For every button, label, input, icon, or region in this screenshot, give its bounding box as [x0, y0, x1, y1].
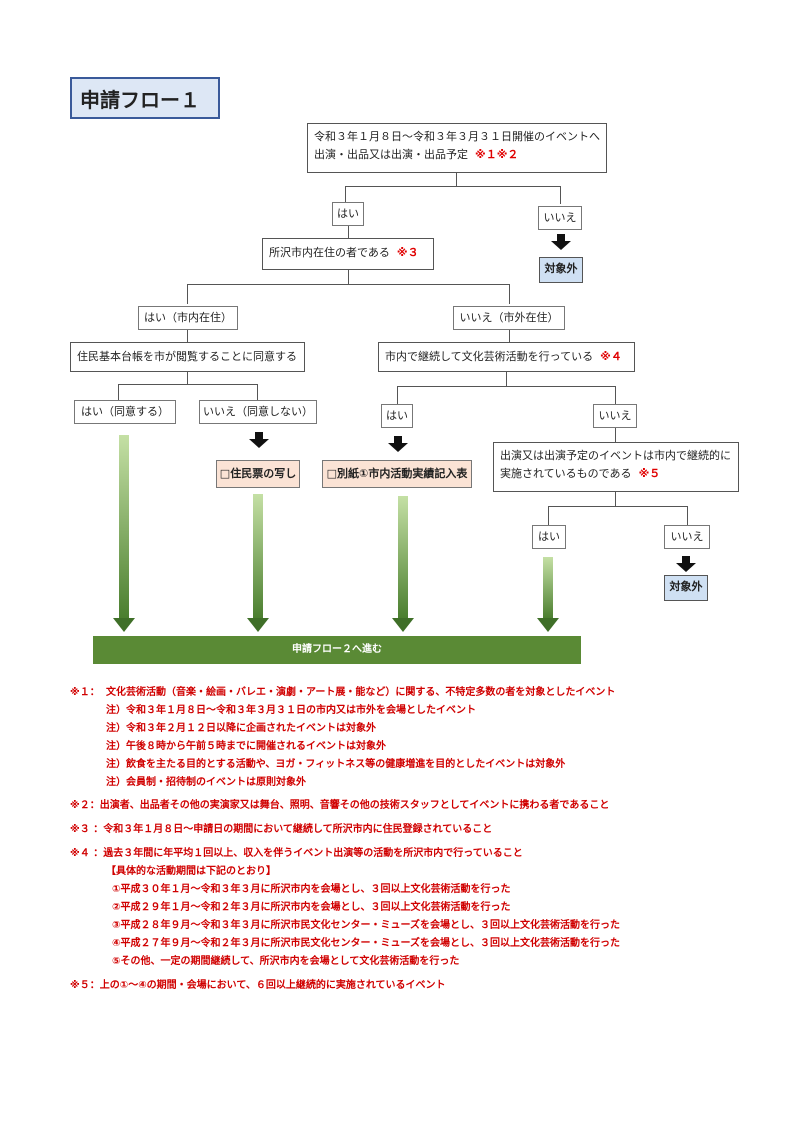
page-title: 申請フロー１	[70, 77, 220, 119]
connector	[118, 384, 119, 400]
connector	[187, 372, 188, 384]
connector	[187, 330, 188, 342]
flow-arrow	[398, 496, 408, 619]
answer-yes-consent: はい（同意する）	[74, 400, 176, 424]
flow-arrow	[253, 494, 263, 619]
question-text-line2: 実施されているものである	[500, 467, 632, 480]
note-mark: ※１※２	[475, 148, 519, 161]
connector	[397, 386, 615, 387]
answer-no: いいえ	[538, 206, 582, 230]
answer-yes-activity: はい	[381, 404, 413, 428]
down-arrow-icon	[551, 234, 571, 250]
note-4-item: ②平成２９年１月～令和２年３月に所沢市内を会場とし、３回以上文化芸術活動を行った	[112, 902, 511, 913]
answer-no-activity: いいえ	[593, 404, 637, 428]
note-1-sub: 注）飲食を主たる目的とする活動や、ヨガ・フィットネス等の健康増進を目的としたイベ…	[106, 759, 566, 770]
connector	[345, 186, 560, 187]
connector	[615, 386, 616, 404]
note-4-item: ①平成３０年１月～令和３年３月に所沢市内を会場とし、３回以上文化芸術活動を行った	[112, 884, 511, 895]
connector	[187, 284, 188, 304]
excluded-badge: 対象外	[664, 575, 708, 601]
connector	[348, 226, 349, 238]
connector	[509, 284, 510, 304]
connector	[456, 173, 457, 186]
question-text: 所沢市内在住の者である	[269, 246, 390, 259]
flow-arrow	[543, 557, 553, 619]
note-1-sub: 注）会員制・招待制のイベントは原則対象外	[106, 777, 306, 788]
connector	[615, 428, 616, 442]
answer-no-event: いいえ	[664, 525, 710, 549]
answer-no-consent: いいえ（同意しない）	[199, 400, 317, 424]
note-mark: ※４	[600, 350, 622, 363]
answer-yes: はい	[332, 202, 364, 226]
answer-yes-event: はい	[532, 525, 566, 549]
note-5: ※５：上の①～④の期間・会場において、６回以上継続的に実施されているイベント	[70, 980, 446, 991]
answer-no-nonresident: いいえ（市外在住）	[453, 306, 565, 330]
flow-arrow-head	[392, 618, 414, 632]
question-text: 市内で継続して文化芸術活動を行っている	[385, 350, 594, 363]
note-3: ※３ ：令和３年１月８日～申請日の期間において継続して所沢市内に住民登録されてい…	[70, 824, 493, 835]
question-event-continuous: 出演又は出演予定のイベントは市内で継続的に 実施されているものである ※５	[493, 442, 739, 492]
flow-arrow-head	[247, 618, 269, 632]
question-event-participation: 令和３年１月８日～令和３年３月３１日開催のイベントへ 出演・出品又は出演・出品予…	[307, 123, 607, 173]
connector	[687, 506, 688, 525]
note-4-item: ④平成２７年９月～令和２年３月に所沢市民文化センター・ミューズを会場とし、３回以…	[112, 938, 620, 949]
question-text-line1: 令和３年１月８日～令和３年３月３１日開催のイベントへ	[314, 130, 600, 143]
note-2: ※２：出演者、出品者その他の実演家又は舞台、照明、音響その他の技術スタッフとして…	[70, 800, 610, 811]
note-4-heading: 【具体的な活動期間は下記のとおり】	[106, 866, 276, 877]
question-text-line1: 出演又は出演予定のイベントは市内で継続的に	[500, 449, 731, 462]
connector	[560, 186, 561, 204]
note-4-item: ③平成２８年９月～令和３年３月に所沢市民文化センター・ミューズを会場とし、３回以…	[112, 920, 620, 931]
required-document-residence: □住民票の写し	[216, 460, 300, 488]
note-1-head: ※１：	[70, 687, 100, 698]
question-text: 住民基本台帳を市が閲覧することに同意する	[77, 350, 297, 363]
connector	[548, 506, 688, 507]
connector	[187, 284, 510, 285]
down-arrow-icon	[388, 436, 408, 452]
answer-yes-resident: はい（市内在住）	[138, 306, 238, 330]
next-step-banner: 申請フロー２へ進む	[93, 636, 581, 664]
down-arrow-icon	[676, 556, 696, 572]
note-mark: ※３	[396, 246, 419, 259]
question-resident: 所沢市内在住の者である ※３	[262, 238, 434, 270]
connector	[509, 330, 510, 342]
note-4-item: ⑤その他、一定の期間継続して、所沢市内を会場として文化芸術活動を行った	[112, 956, 460, 967]
question-text-line2: 出演・出品又は出演・出品予定	[314, 148, 468, 161]
note-1-sub: 注）令和３年２月１２日以降に企画されたイベントは対象外	[106, 723, 376, 734]
connector	[345, 186, 346, 202]
note-4: ※４ ：過去３年間に年平均１回以上、収入を伴うイベント出演等の活動を所沢市内で行…	[70, 848, 523, 859]
connector	[257, 384, 258, 400]
note-mark: ※５	[638, 467, 661, 480]
excluded-badge: 対象外	[539, 257, 583, 283]
connector	[506, 372, 507, 386]
flow-arrow	[119, 435, 129, 619]
connector	[348, 270, 349, 284]
question-continuous-activity: 市内で継続して文化芸術活動を行っている ※４	[378, 342, 635, 372]
flow-arrow-head	[537, 618, 559, 632]
required-document-activity-record: □別紙①市内活動実績記入表	[322, 460, 472, 488]
down-arrow-icon	[249, 432, 269, 448]
connector	[118, 384, 258, 385]
connector	[548, 506, 549, 525]
question-consent: 住民基本台帳を市が閲覧することに同意する	[70, 342, 305, 372]
flow-arrow-head	[113, 618, 135, 632]
note-1-sub: 注）午後８時から午前５時までに開催されるイベントは対象外	[106, 741, 386, 752]
connector	[615, 492, 616, 506]
connector	[397, 386, 398, 404]
note-1: 文化芸術活動（音楽・絵画・バレエ・演劇・アート展・能など）に関する、不特定多数の…	[106, 687, 616, 698]
note-1-sub: 注）令和３年１月８日～令和３年３月３１日の市内又は市外を会場としたイベント	[106, 705, 476, 716]
